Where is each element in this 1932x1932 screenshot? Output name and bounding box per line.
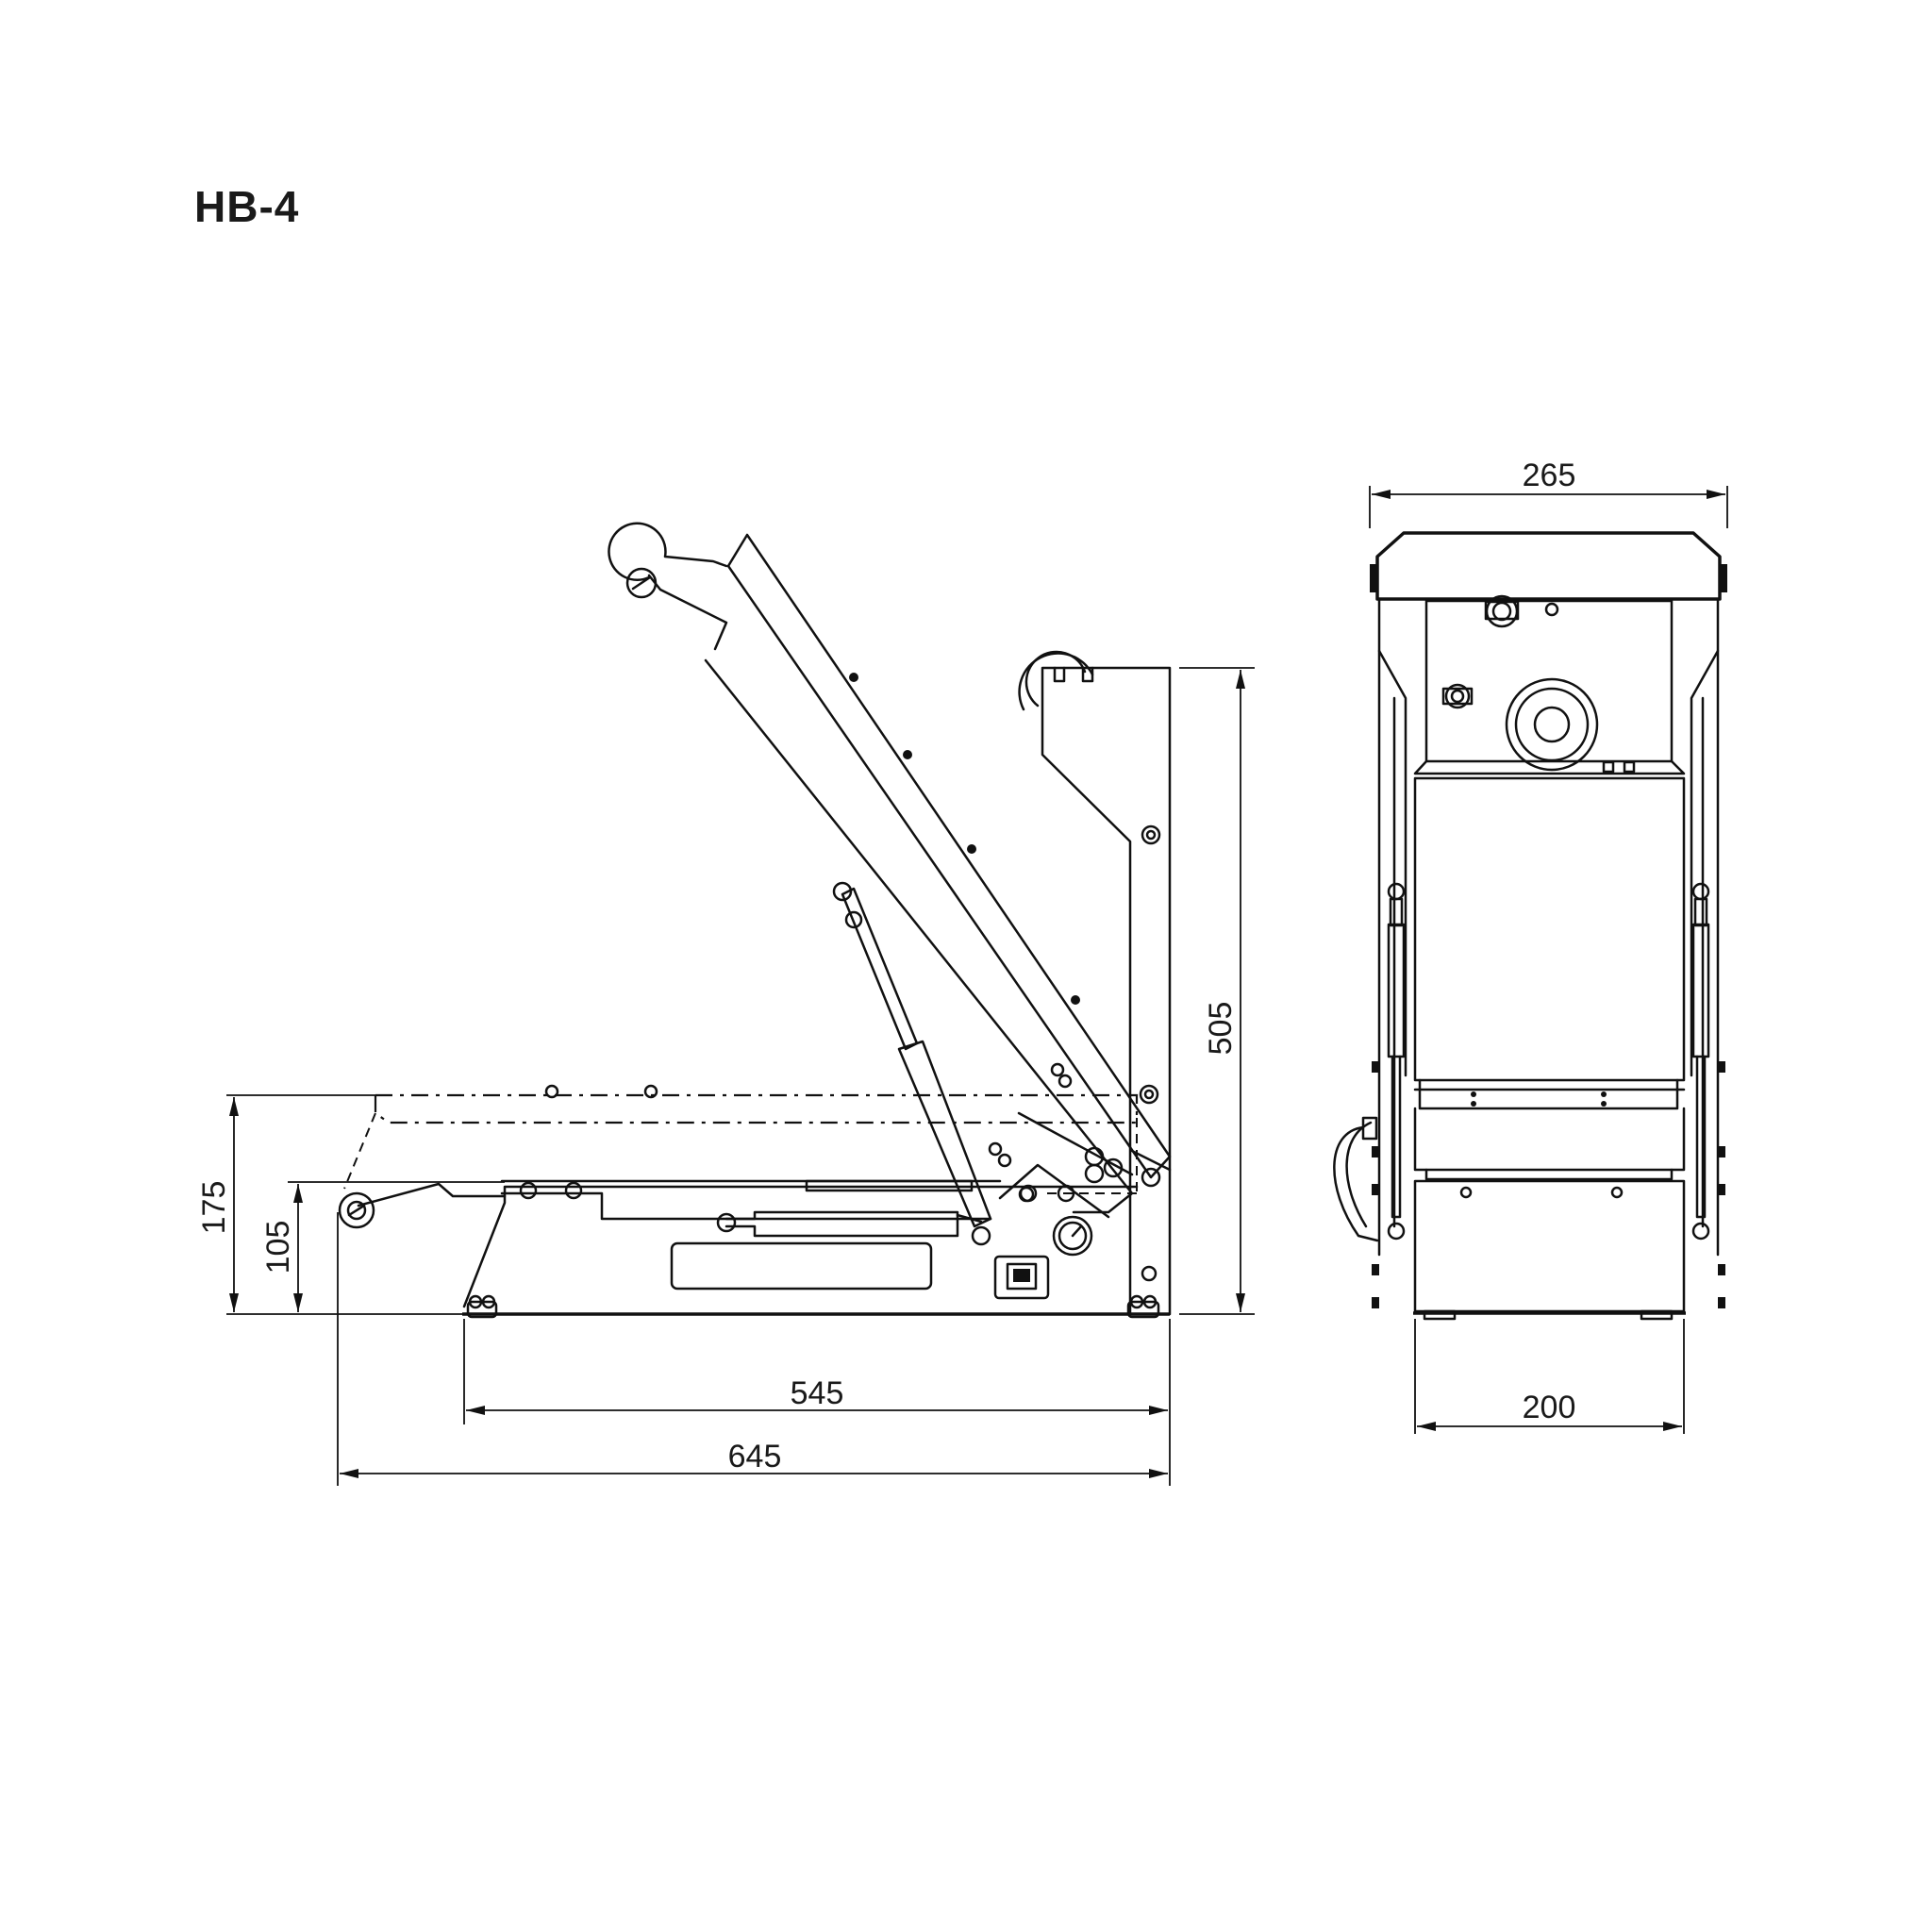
side-view (338, 522, 1172, 1319)
heat-plate (805, 1179, 974, 1192)
dim-175: 175 (196, 1181, 232, 1235)
tray-handle (357, 1182, 507, 1208)
side-tabs (1372, 1061, 1725, 1308)
base-box (1413, 1179, 1686, 1313)
model-title: HB-4 (194, 182, 300, 231)
cable (1333, 1125, 1379, 1242)
open-lid (608, 522, 1172, 1214)
power-inlet (993, 1255, 1050, 1300)
dim-645: 645 (728, 1439, 782, 1474)
upper-box (1424, 599, 1674, 763)
front-dimensions: 265 200 (1369, 458, 1728, 1434)
front-view (1333, 531, 1727, 1321)
label-plate (670, 1241, 933, 1291)
base-feet (466, 1294, 1160, 1319)
base-housing (462, 1185, 1139, 1308)
arm-left (1377, 597, 1407, 1077)
dim-265: 265 (1523, 458, 1576, 493)
front-gas-springs (1387, 882, 1710, 1241)
dim-545: 545 (791, 1375, 844, 1411)
pressure-gauge (1052, 1215, 1093, 1257)
middle-body (1413, 776, 1686, 1082)
side-dimensions: 505 175 105 545 645 (196, 667, 1255, 1486)
dim-505: 505 (1203, 1002, 1239, 1056)
gas-spring (716, 881, 992, 1246)
arm-right (1690, 597, 1720, 1077)
dim-200: 200 (1523, 1390, 1576, 1425)
lid-top (1375, 531, 1722, 601)
valve-top (1484, 594, 1520, 628)
pressure-disc (1505, 677, 1599, 772)
fitting (1441, 683, 1474, 709)
hinge-bolts (988, 1062, 1161, 1219)
rear-column (1041, 666, 1172, 1316)
tray-phantom (343, 1084, 1139, 1198)
dim-105: 105 (260, 1221, 296, 1274)
